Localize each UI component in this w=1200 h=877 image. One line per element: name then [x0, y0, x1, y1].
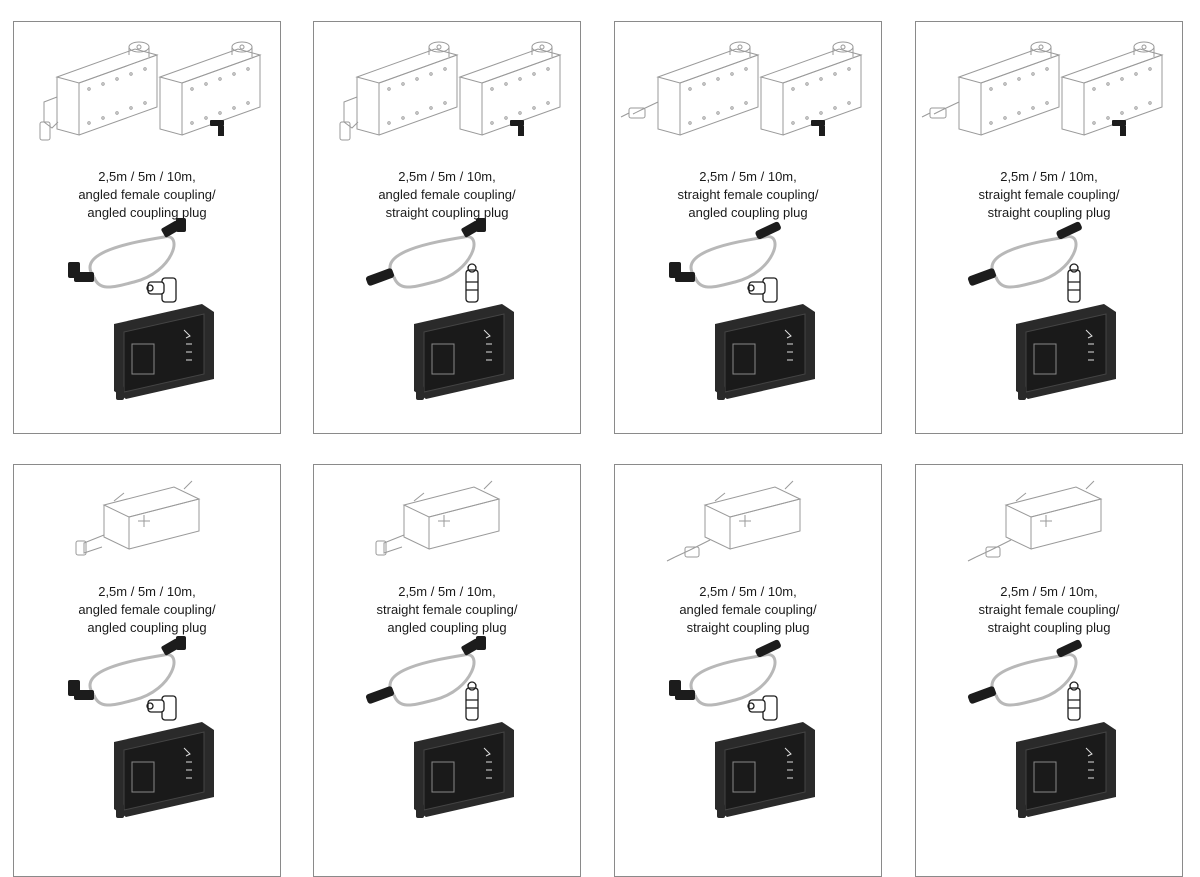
caption-line: angled coupling plug [688, 205, 808, 220]
caption-line: 2,5m / 5m / 10m, [699, 169, 797, 184]
sensor-illustration [339, 41, 562, 141]
sensor-illustration [921, 41, 1164, 136]
card-caption: 2,5m / 5m / 10m, straight female couplin… [615, 168, 881, 222]
cable-and-module-illustration [669, 639, 815, 818]
product-card[interactable]: 2,5m / 5m / 10m, straight female couplin… [313, 464, 581, 877]
caption-line: angled female coupling/ [679, 602, 817, 617]
product-card[interactable]: 2,5m / 5m / 10m, angled female coupling/… [13, 21, 281, 434]
caption-line: angled female coupling/ [78, 602, 216, 617]
cable-and-module-illustration [669, 221, 815, 400]
sensor-illustration [375, 480, 501, 556]
card-caption: 2,5m / 5m / 10m, angled female coupling/… [615, 583, 881, 637]
caption-line: angled female coupling/ [78, 187, 216, 202]
caption-line: straight coupling plug [987, 620, 1111, 635]
caption-line: 2,5m / 5m / 10m, [98, 169, 196, 184]
card-caption: 2,5m / 5m / 10m, angled female coupling/… [314, 168, 580, 222]
caption-line: straight female coupling/ [677, 187, 819, 202]
cable-and-module-illustration [68, 218, 214, 400]
caption-line: straight female coupling/ [978, 187, 1120, 202]
card-caption: 2,5m / 5m / 10m, straight female couplin… [916, 583, 1182, 637]
caption-line: angled female coupling/ [378, 187, 516, 202]
caption-line: 2,5m / 5m / 10m, [398, 584, 496, 599]
caption-line: angled coupling plug [87, 205, 207, 220]
caption-line: angled coupling plug [387, 620, 507, 635]
cable-and-module-illustration [967, 639, 1116, 818]
cable-and-module-illustration [365, 218, 514, 400]
caption-line: 2,5m / 5m / 10m, [1000, 169, 1098, 184]
product-card[interactable]: 2,5m / 5m / 10m, angled female coupling/… [614, 464, 882, 877]
caption-line: angled coupling plug [87, 620, 207, 635]
cable-and-module-illustration [365, 636, 514, 818]
caption-line: straight coupling plug [686, 620, 810, 635]
caption-line: straight female coupling/ [978, 602, 1120, 617]
product-card[interactable]: 2,5m / 5m / 10m, straight female couplin… [915, 21, 1183, 434]
cable-and-module-illustration [68, 636, 214, 818]
sensor-illustration [967, 480, 1103, 562]
product-card[interactable]: 2,5m / 5m / 10m, angled female coupling/… [313, 21, 581, 434]
sensor-illustration [666, 480, 802, 562]
product-card[interactable]: 2,5m / 5m / 10m, straight female couplin… [915, 464, 1183, 877]
sensor-illustration [39, 41, 262, 141]
caption-line: 2,5m / 5m / 10m, [699, 584, 797, 599]
caption-line: straight coupling plug [385, 205, 509, 220]
card-caption: 2,5m / 5m / 10m, straight female couplin… [916, 168, 1182, 222]
caption-line: 2,5m / 5m / 10m, [398, 169, 496, 184]
card-caption: 2,5m / 5m / 10m, straight female couplin… [314, 583, 580, 637]
caption-line: straight coupling plug [987, 205, 1111, 220]
cable-and-module-illustration [967, 221, 1116, 400]
card-caption: 2,5m / 5m / 10m, angled female coupling/… [14, 168, 280, 222]
sensor-illustration [75, 480, 201, 556]
sensor-illustration [620, 41, 863, 136]
card-caption: 2,5m / 5m / 10m, angled female coupling/… [14, 583, 280, 637]
caption-line: 2,5m / 5m / 10m, [98, 584, 196, 599]
product-card[interactable]: 2,5m / 5m / 10m, straight female couplin… [614, 21, 882, 434]
caption-line: straight female coupling/ [376, 602, 518, 617]
caption-line: 2,5m / 5m / 10m, [1000, 584, 1098, 599]
product-card[interactable]: 2,5m / 5m / 10m, angled female coupling/… [13, 464, 281, 877]
